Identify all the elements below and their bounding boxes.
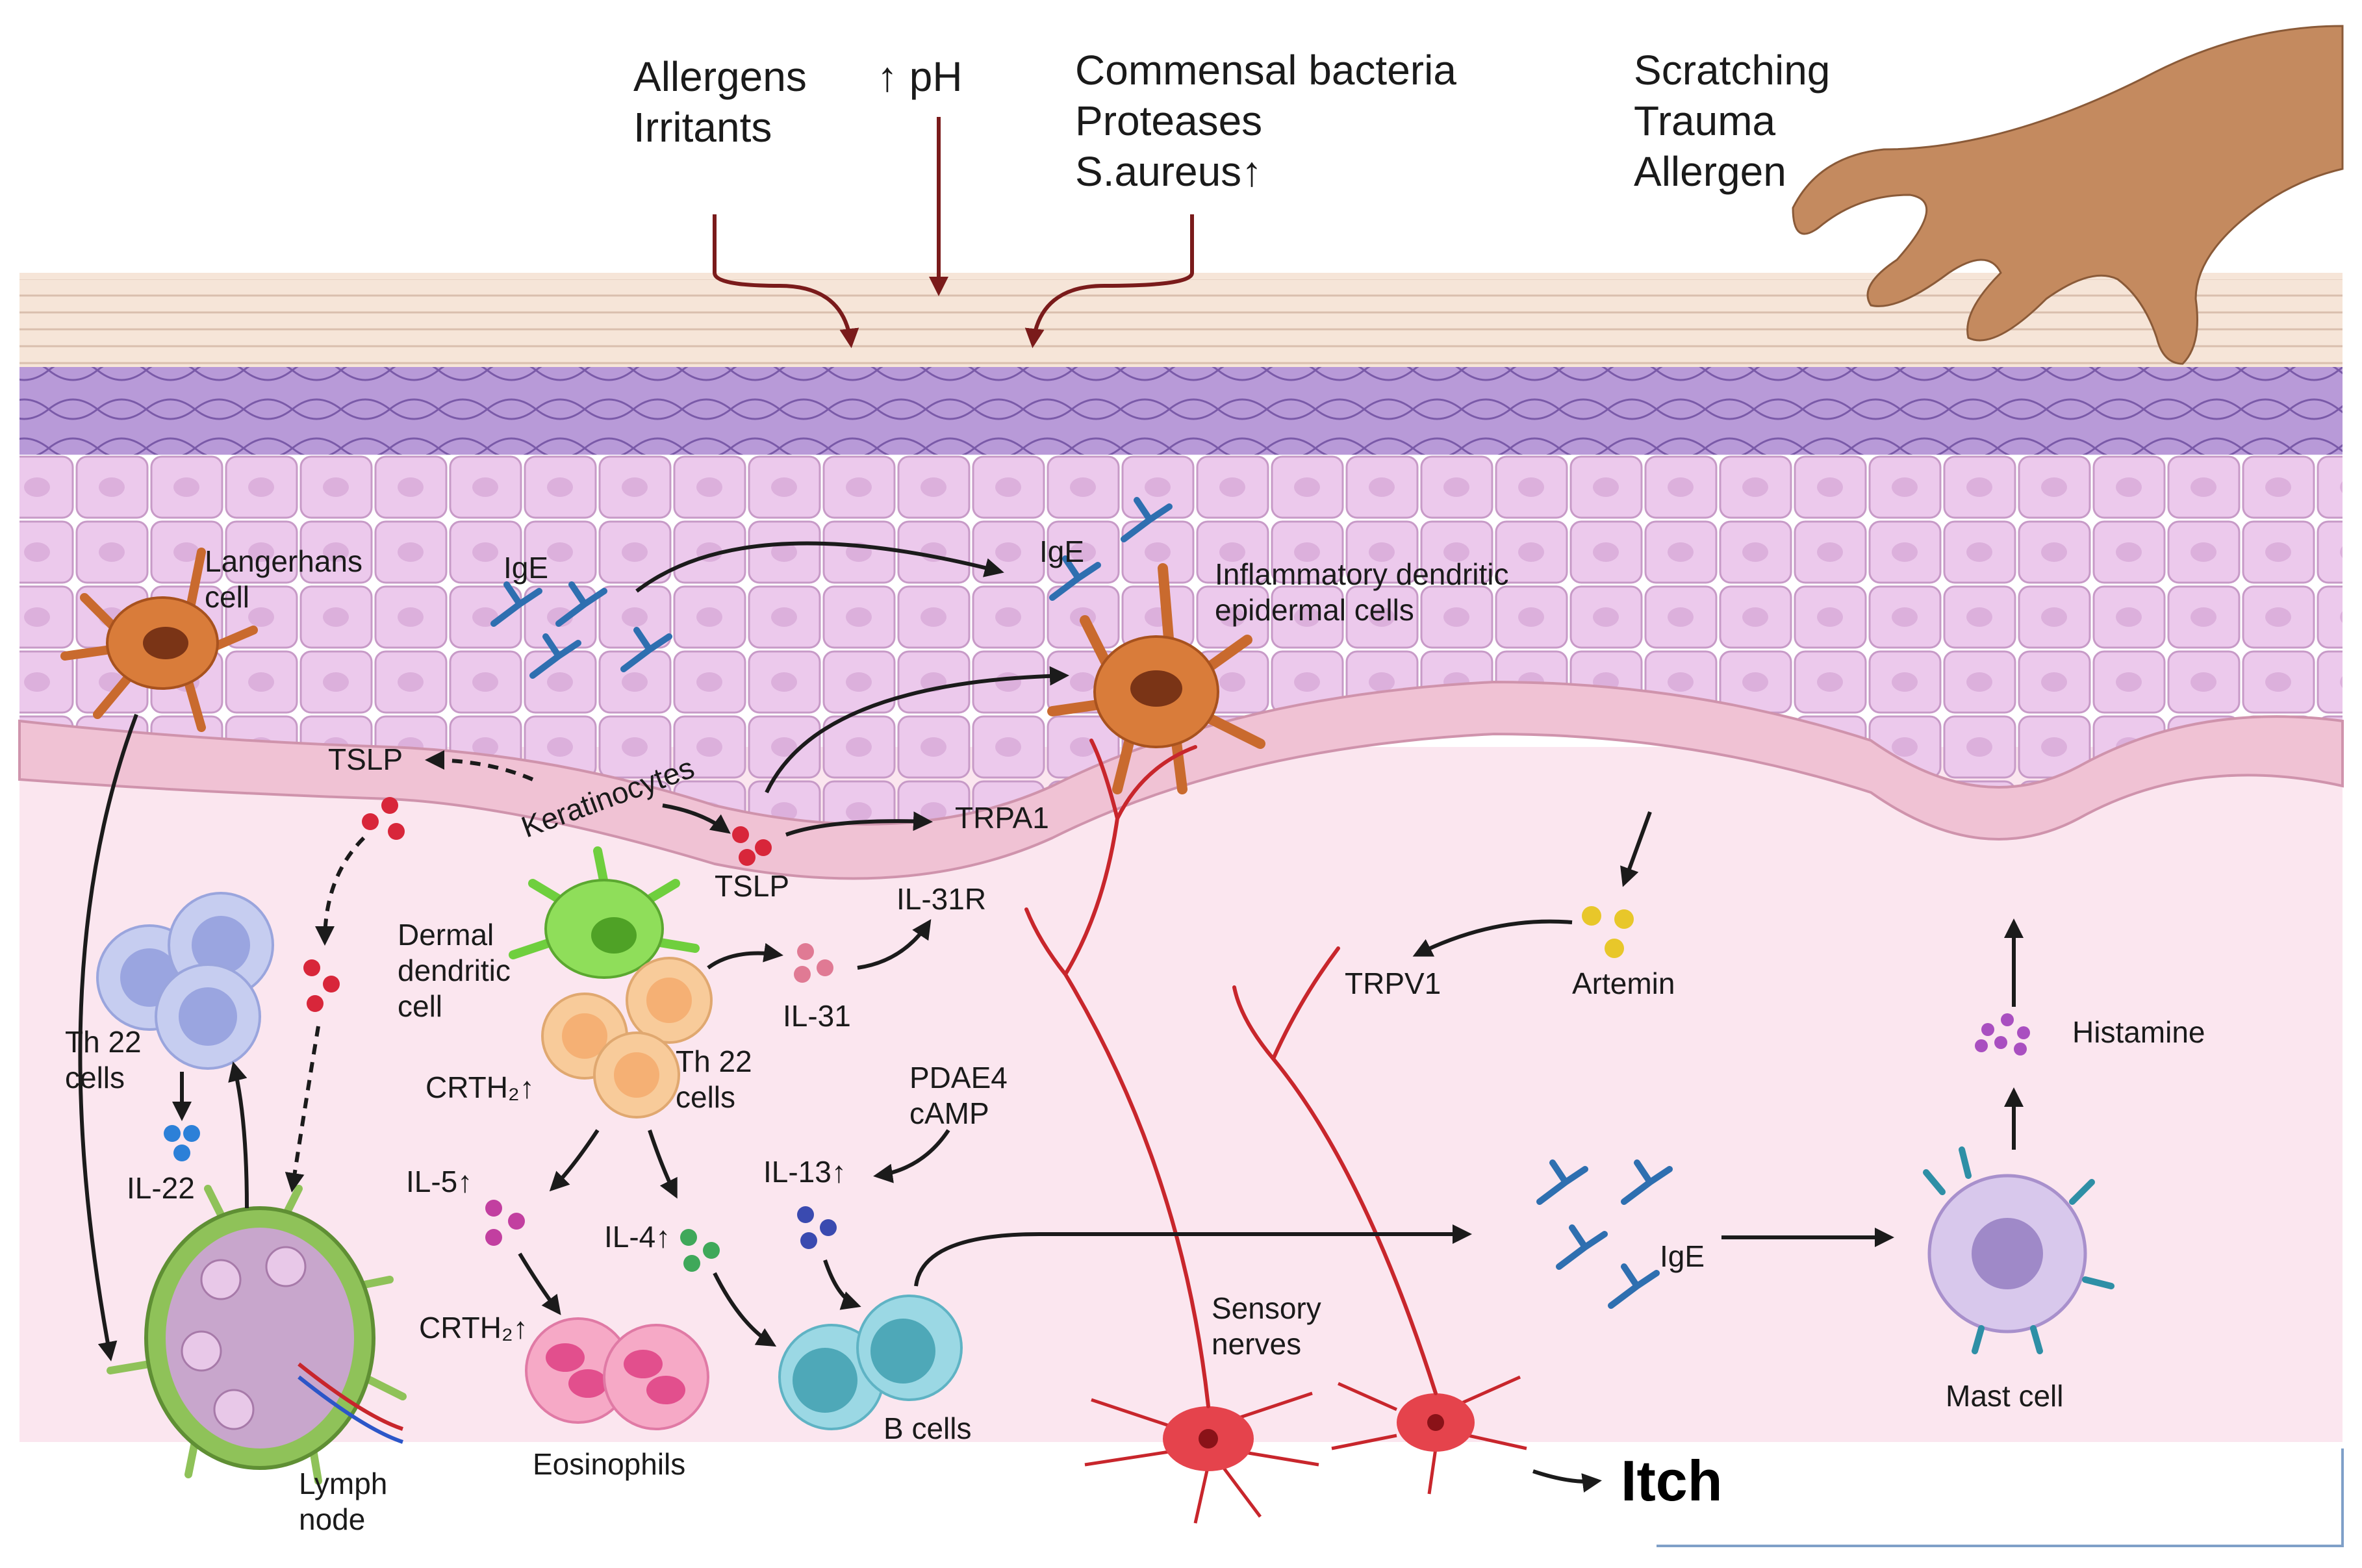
label-camp: cAMP xyxy=(909,1096,989,1130)
arrow-allergens xyxy=(713,214,859,348)
sensory-nerve-1 xyxy=(1024,739,1210,1408)
th22-cells-left xyxy=(96,892,274,1070)
label-th22-left-2: cells xyxy=(65,1061,125,1094)
label-inflammatory-2: epidermal cells xyxy=(1215,593,1414,627)
hand-illustration xyxy=(1792,25,2344,365)
label-irritants: Irritants xyxy=(633,104,772,151)
label-sensory-2: nerves xyxy=(1212,1327,1301,1361)
arrow-il4-to-bcells xyxy=(713,1272,777,1347)
arrow-th22-to-il4 xyxy=(648,1130,678,1199)
label-artemin: Artemin xyxy=(1572,967,1675,1000)
label-il22: IL-22 xyxy=(127,1171,195,1205)
arrow-ige-to-dc xyxy=(635,541,1004,593)
stratum-corneum-lines xyxy=(19,279,2343,370)
label-itch: Itch xyxy=(1621,1448,1722,1513)
label-tslp-left: TSLP xyxy=(328,742,403,776)
arrow-il5-to-eos xyxy=(518,1252,561,1315)
label-eosinophils: Eosinophils xyxy=(533,1447,685,1481)
label-trpv1: TRPV1 xyxy=(1345,967,1441,1000)
inflammatory-dendritic-cell xyxy=(1047,563,1265,794)
label-scratching: Scratching xyxy=(1634,47,1830,94)
label-lymph-1: Lymph xyxy=(299,1467,387,1500)
th22-cells-mid xyxy=(541,957,713,1119)
neuron-left xyxy=(1084,1391,1319,1524)
label-ige-right: IgE xyxy=(1660,1239,1705,1273)
label-il13: IL-13↑ xyxy=(763,1155,846,1189)
label-crth2-a: CRTH₂↑ xyxy=(425,1070,535,1104)
stratum-granulosum-pattern xyxy=(19,367,2343,455)
label-inflammatory-1: Inflammatory dendritic xyxy=(1215,557,1509,591)
ige-molecules xyxy=(490,497,1673,1309)
cytokine-dots xyxy=(164,797,2030,1272)
arrow-th22-to-il5 xyxy=(549,1129,600,1192)
label-ph: ↑ pH xyxy=(877,53,963,100)
label-trauma: Trauma xyxy=(1634,97,1776,144)
label-bcells: B cells xyxy=(883,1411,971,1445)
label-crth2-b: CRTH₂↑ xyxy=(419,1311,528,1345)
dermal-dendritic-cell xyxy=(509,846,700,979)
arrow-il31-to-il31r xyxy=(857,919,932,970)
langerhans-cell xyxy=(60,548,258,732)
arrow-tslp-to-trpa1 xyxy=(785,811,933,837)
top-labels: Allergens Irritants ↑ pH Commensal bacte… xyxy=(633,47,1830,195)
frame-corner-line xyxy=(1657,1448,2344,1547)
arrow-keratinocyte-to-dc xyxy=(765,666,1069,794)
label-langerhans-2: cell xyxy=(205,580,249,614)
label-allergens: Allergens xyxy=(633,53,807,100)
label-lymph-2: node xyxy=(299,1502,365,1536)
label-trpa1: TRPA1 xyxy=(955,801,1049,835)
arrow-il13-to-bcells xyxy=(823,1259,861,1310)
label-th22-mid-1: Th 22 xyxy=(676,1044,752,1078)
arrow-langerhans-to-lymph xyxy=(78,713,138,1361)
cell-labels: Langerhans cell IgE IgE Inflammatory den… xyxy=(65,535,2205,1536)
label-allergen: Allergen xyxy=(1634,148,1786,195)
sensory-nerve-2 xyxy=(1232,946,1438,1395)
label-il5: IL-5↑ xyxy=(406,1165,472,1198)
label-th22-mid-2: cells xyxy=(676,1080,735,1114)
eosinophils xyxy=(525,1317,709,1430)
label-dermal-3: cell xyxy=(398,989,442,1023)
dermis-background xyxy=(19,747,2343,1442)
label-dermal-1: Dermal xyxy=(398,918,494,952)
lymph-node xyxy=(107,1185,407,1485)
arrow-lymph-to-th22 xyxy=(228,1061,249,1209)
label-dermal-2: dendritic xyxy=(398,954,511,987)
label-proteases: Proteases xyxy=(1075,97,1262,144)
label-il31: IL-31 xyxy=(783,999,851,1033)
label-saureus: S.aureus↑ xyxy=(1075,148,1262,195)
arrow-th22-to-il31 xyxy=(707,942,783,970)
arrow-bacteria xyxy=(1024,214,1194,348)
mast-cell xyxy=(1923,1146,2114,1354)
arrow-bcells-to-ige xyxy=(914,1224,1472,1287)
label-th22-left-1: Th 22 xyxy=(65,1025,142,1059)
arrow-tslp-dashed-down xyxy=(315,836,366,946)
arrow-skin-to-artemin xyxy=(1620,811,1652,887)
label-histamine: Histamine xyxy=(2072,1015,2205,1049)
arrow-kera-to-tslp-mid xyxy=(662,803,731,834)
b-cells xyxy=(778,1295,963,1430)
pathway-arrows xyxy=(78,541,2024,1493)
label-il31r: IL-31R xyxy=(896,882,986,916)
label-mastcell: Mast cell xyxy=(1946,1379,2063,1413)
neuron-right xyxy=(1331,1375,1527,1495)
arrow-dashed-to-lymph xyxy=(285,1026,320,1193)
label-sensory-1: Sensory xyxy=(1212,1291,1321,1325)
cell-shapes xyxy=(60,497,2114,1524)
label-tslp-mid: TSLP xyxy=(715,869,789,903)
label-ige-top: IgE xyxy=(503,551,548,585)
label-commensal: Commensal bacteria xyxy=(1075,47,1456,94)
top-arrows xyxy=(713,117,1194,348)
label-ige-dc: IgE xyxy=(1039,535,1084,568)
label-pdae4: PDAE4 xyxy=(909,1061,1008,1094)
label-il4: IL-4↑ xyxy=(604,1220,670,1254)
arrow-pdae4-to-il13 xyxy=(873,1129,950,1183)
label-langerhans-1: Langerhans xyxy=(205,544,362,578)
arrow-artemin-to-trpv1 xyxy=(1412,919,1573,957)
arrow-kera-to-tslp-left xyxy=(425,750,534,781)
arrow-neuron-to-itch xyxy=(1532,1469,1602,1493)
